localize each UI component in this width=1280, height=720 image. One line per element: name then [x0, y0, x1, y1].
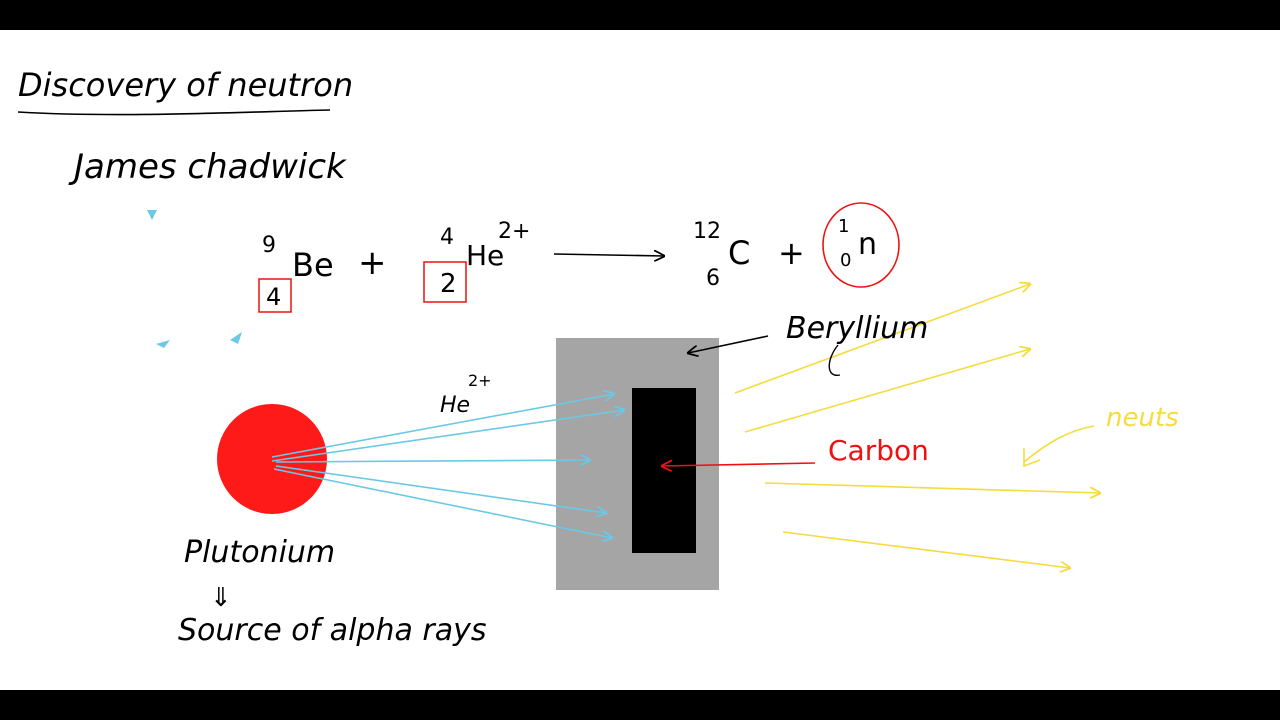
title: Discovery of neutron — [18, 66, 353, 104]
beryllium-label: Beryllium — [786, 311, 928, 346]
label-flourish — [828, 344, 841, 376]
letterbox-bottom — [0, 690, 1280, 720]
alpha-ray — [271, 410, 624, 462]
n-symbol: n — [858, 227, 877, 262]
alpha-ray — [271, 394, 614, 458]
he-charge: 2+ — [498, 219, 530, 244]
plutonium-label: Plutonium — [184, 535, 335, 570]
author-name: James chadwick — [68, 147, 347, 187]
n-atomic-number: 0 — [840, 250, 851, 271]
source-label: Source of alpha rays — [178, 613, 486, 648]
plus-sign: + — [358, 243, 387, 283]
neutron-ray — [782, 531, 1070, 568]
he-atomic-number: 2 — [440, 269, 457, 299]
alpha-rays — [271, 394, 624, 538]
he-symbol: He — [466, 239, 504, 272]
stray-mark — [147, 210, 157, 220]
neutron-circle — [822, 202, 900, 288]
alpha-label: He — [440, 393, 470, 418]
c-atomic-number: 6 — [706, 266, 720, 291]
neutrons-pointer — [1023, 425, 1095, 463]
he-atomic-box — [423, 261, 467, 303]
plus-sign: + — [778, 234, 805, 272]
alpha-ray — [275, 460, 590, 462]
he-mass-number: 4 — [440, 225, 454, 250]
c-mass-number: 12 — [693, 219, 721, 244]
neutrons-label: neuts — [1106, 403, 1179, 433]
be-mass-number: 9 — [262, 233, 276, 258]
stray-mark — [156, 340, 170, 348]
alpha-charge: 2+ — [468, 371, 492, 390]
c-symbol: C — [728, 234, 750, 272]
beryllium-pointer — [688, 335, 769, 353]
n-mass-number: 1 — [838, 216, 849, 237]
carbon-pointer — [662, 463, 816, 466]
carbon-block — [632, 388, 696, 553]
be-symbol: Be — [292, 246, 334, 284]
title-underline — [17, 109, 331, 116]
letterbox-top — [0, 0, 1280, 30]
plutonium-source — [217, 404, 327, 514]
be-atomic-number: 4 — [266, 283, 281, 311]
alpha-ray — [275, 465, 606, 513]
alpha-ray — [273, 468, 612, 538]
neutron-ray — [744, 349, 1030, 433]
reaction-arrow — [553, 254, 664, 256]
neutron-ray — [764, 482, 1100, 493]
be-atomic-box — [258, 278, 292, 313]
stray-mark — [230, 332, 242, 344]
carbon-label: Carbon — [828, 434, 929, 467]
neutron-rays — [734, 284, 1100, 568]
neutrons-pointer-head — [1023, 448, 1041, 468]
neutron-ray — [734, 284, 1030, 394]
implies-arrow: ⇓ — [210, 583, 232, 613]
